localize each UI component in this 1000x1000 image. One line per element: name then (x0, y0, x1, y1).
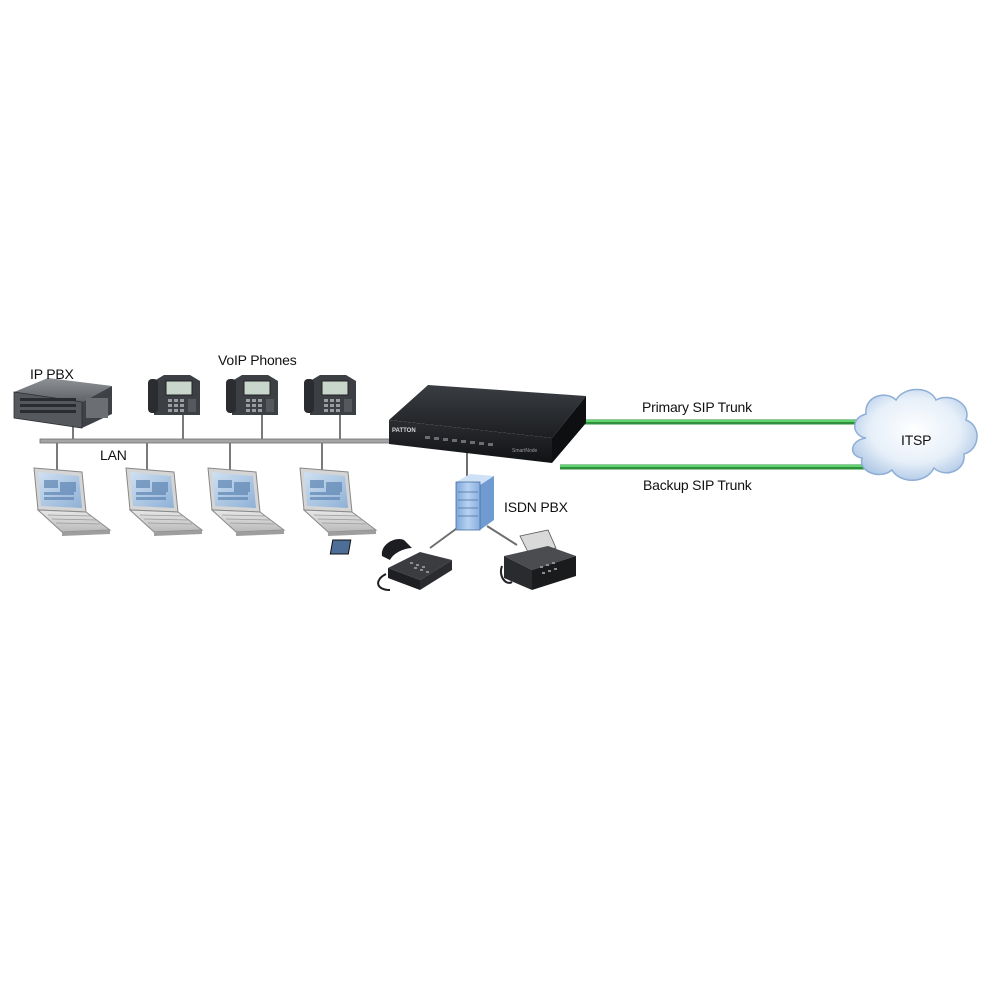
gateway-model-label: SmartNode (512, 448, 538, 454)
lan-label: LAN (100, 447, 127, 463)
itsp-cloud-icon (852, 388, 978, 481)
laptop-icon (33, 467, 111, 537)
backup-sip-trunk-label: Backup SIP Trunk (643, 477, 752, 493)
ip-pbx-label: IP PBX (30, 366, 74, 382)
laptop-icon (207, 467, 285, 537)
primary-sip-trunk-label: Primary SIP Trunk (642, 399, 752, 415)
laptop-icon (299, 467, 377, 537)
gateway-brand-label: PATTON (392, 428, 416, 434)
voip-gateway-icon: PATTON SmartNode (389, 385, 586, 463)
backup-sip-trunk-line (560, 464, 880, 470)
primary-sip-trunk-line (582, 419, 880, 425)
voip-phone-icon (147, 374, 201, 416)
fax-machine-icon (500, 529, 576, 590)
desk-phone-icon (329, 538, 452, 591)
laptop-icon (125, 467, 203, 537)
ip-pbx-server-icon (13, 378, 112, 429)
voip-phone-icon (303, 374, 357, 416)
voip-phone-icon (225, 374, 279, 416)
isdn-pbx-label: ISDN PBX (504, 499, 568, 515)
itsp-label: ITSP (901, 432, 932, 448)
isdn-pbx-cabinet-icon (455, 474, 494, 531)
voip-phones-label: VoIP Phones (218, 352, 297, 368)
lan-bus (39, 415, 396, 470)
